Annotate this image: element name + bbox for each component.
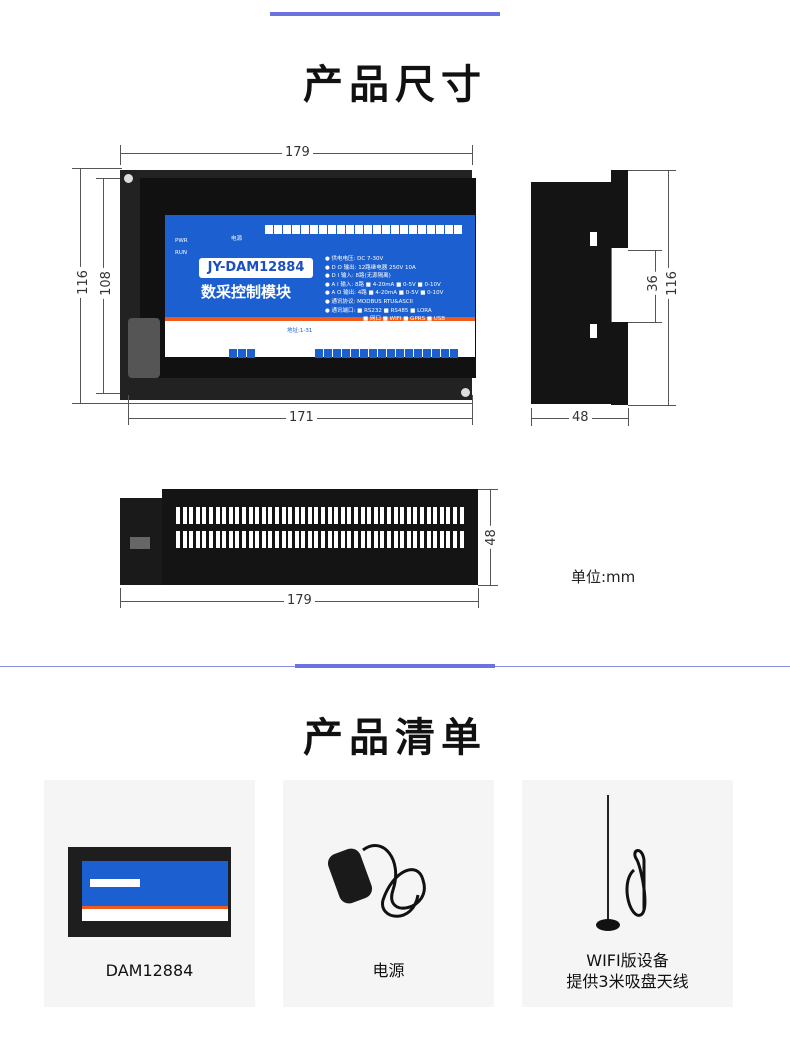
photo-label <box>90 879 140 887</box>
spec-line: ● 通讯协议: MODBUS RTU&ASCII <box>325 298 413 305</box>
dim-tick <box>96 178 120 179</box>
dim-bottom-width: 179 <box>284 593 315 608</box>
dim-tick <box>628 405 676 406</box>
dim-tick <box>478 489 498 490</box>
dim-tick <box>472 145 473 165</box>
item-caption-2: 提供3米吸盘天线 <box>566 972 689 991</box>
power-adapter-photo <box>327 844 426 918</box>
dim-tick <box>128 395 129 425</box>
dim-bottom-height: 48 <box>483 526 499 549</box>
unit-label: 单位:mm <box>571 568 636 586</box>
address-label: 地址:1-31 <box>287 328 313 334</box>
dim-tick <box>628 322 662 323</box>
dim-tick <box>531 408 532 426</box>
photo-lower <box>82 909 228 921</box>
antenna-photo <box>596 795 647 931</box>
package-item-power: 电源 <box>283 780 494 1007</box>
led-pwr-label: PWR <box>175 238 188 244</box>
spec-line: ● 通讯端口: ■ RS232 ■ RS485 ■ LORA <box>325 307 432 314</box>
spec-line: ● D O 输出: 12路继电器 250V 10A <box>325 264 416 271</box>
dim-front-inner-width: 171 <box>286 410 317 425</box>
dim-tick <box>96 393 120 394</box>
section-title-package: 产品清单 <box>303 715 487 761</box>
dim-tick <box>120 145 121 165</box>
dim-front-width: 179 <box>282 145 313 160</box>
din-rail-notch <box>611 248 628 322</box>
spec-list: ● 供电电压: DC 7-30V ● D O 输出: 12路继电器 250V 1… <box>325 255 445 324</box>
dim-front-inner-height: 108 <box>98 268 114 299</box>
photo-panel <box>82 861 228 921</box>
dim-tick <box>72 403 472 404</box>
led-run-label: RUN <box>175 250 187 256</box>
side-slot <box>590 324 597 338</box>
dim-tick <box>120 588 121 608</box>
terminal-row-bottom-right <box>315 343 459 362</box>
device-bottom-view <box>162 489 478 585</box>
power-label: 电源 <box>231 236 243 242</box>
db9-serial-port <box>128 318 160 378</box>
vent-slots-row1 <box>176 507 466 524</box>
dim-tick <box>628 250 662 251</box>
item-caption: 电源 <box>372 961 405 980</box>
device-photo <box>68 847 231 937</box>
device-front-panel: PWR RUN 电源 JY-DAM12884 数采控制模块 ● 供电电压: DC… <box>165 215 475 358</box>
spec-line: ● 供电电压: DC 7-30V <box>325 256 384 262</box>
device-side-view <box>531 182 611 404</box>
orange-stripe <box>165 317 475 321</box>
model-label: JY-DAM12884 <box>199 258 313 278</box>
product-name-label: 数采控制模块 <box>201 283 292 301</box>
spec-line: ● A I 输入: 8路 ■ 4-20mA ■ 0-5V ■ 0-10V <box>325 281 441 288</box>
spec-line: ■ 网口 ■ WIFI ■ GPRS ■ USB <box>363 316 446 323</box>
photo-stripe <box>82 906 228 909</box>
dim-tick <box>478 585 498 586</box>
spec-line: ● A O 输出: 4路 ■ 4-20mA ■ 0-5V ■ 0-10V <box>325 290 444 297</box>
section-title-dimensions: 产品尺寸 <box>303 62 487 108</box>
dim-tick <box>628 170 676 171</box>
terminal-row-top <box>265 219 463 238</box>
section-divider-accent <box>295 664 495 668</box>
dim-side-height: 116 <box>664 268 680 299</box>
connector-plug <box>130 537 150 549</box>
terminal-row-bottom <box>229 343 256 362</box>
screw-hole <box>461 388 470 397</box>
package-item-device: DAM12884 <box>44 780 255 1007</box>
dim-tick <box>472 395 473 425</box>
item-caption: DAM12884 <box>105 961 194 980</box>
vent-slots-row2 <box>176 531 466 548</box>
side-slot <box>590 232 597 246</box>
item-caption: WIFI版设备 <box>586 951 669 970</box>
dim-tick <box>478 588 479 608</box>
dim-side-rail: 36 <box>645 272 661 295</box>
dim-tick <box>628 408 629 426</box>
dim-front-height: 116 <box>75 267 91 298</box>
spec-line: ● D I 输入: 8路(无源隔离) <box>325 273 391 280</box>
screw-hole <box>124 174 133 183</box>
top-accent-bar <box>270 12 500 16</box>
dim-side-depth: 48 <box>569 410 592 425</box>
package-item-antenna: WIFI版设备 提供3米吸盘天线 <box>522 780 733 1007</box>
dim-tick <box>72 168 122 169</box>
